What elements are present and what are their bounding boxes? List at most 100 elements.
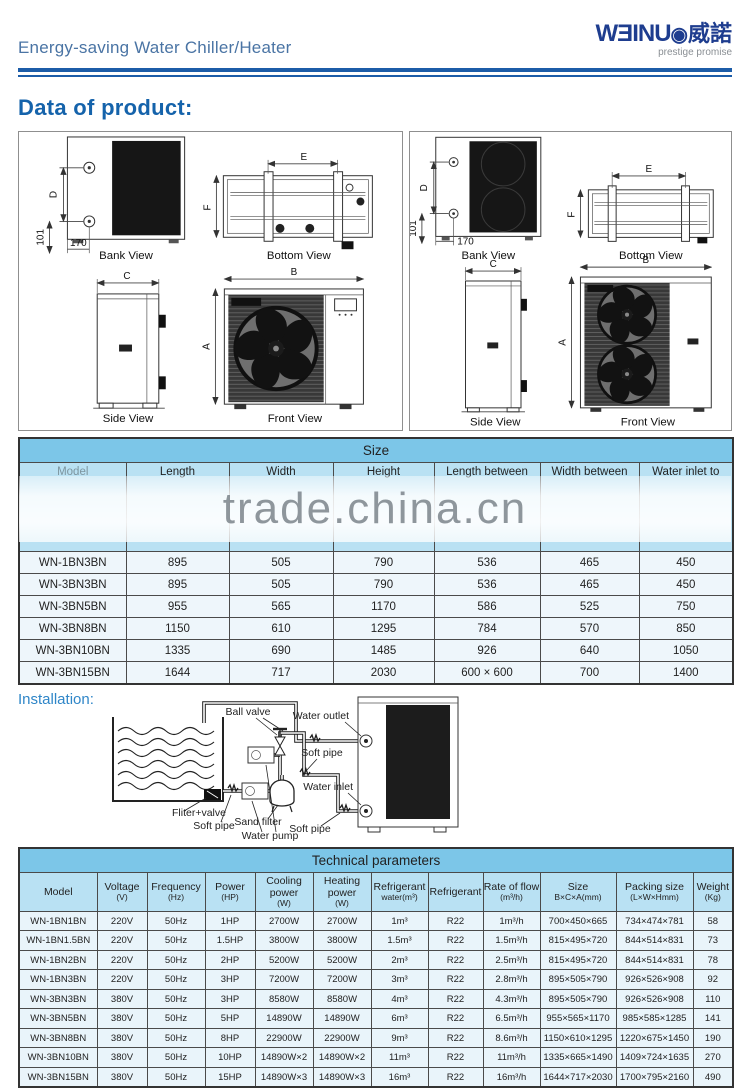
logo-tagline: prestige promise [658,47,732,58]
table-cell: 78 [692,949,734,971]
dim-label: E [645,164,652,175]
view-caption: Front View [621,417,676,429]
table-cell: 380V [96,988,148,1010]
table-cell: WN-1BN2BN [18,949,98,971]
table-cell: 380V [96,1027,148,1049]
header-rule-thin [18,75,732,77]
table-cell: 8580W [312,988,372,1010]
table-cell: 640 [539,639,640,662]
table-cell: 11m³ [370,1047,429,1068]
table-cell: 1150 [125,617,230,640]
table-cell: 465 [539,573,640,596]
dim-label: F [202,204,213,210]
table-cell: 50Hz [146,1008,206,1029]
table-cell: 8HP [204,1027,256,1049]
table-cell: WN-1BN1BN [18,910,98,932]
table-cell: 220V [96,949,148,971]
table-cell: 717 [228,661,334,685]
table-cell: 450 [638,573,734,596]
table-cell: WN-3BN5BN [18,595,127,618]
table-cell: 270 [692,1047,734,1068]
table-cell: 450 [638,551,734,574]
table-cell: WN-1BN3BN [18,969,98,990]
table-cell: 2700W [312,910,372,932]
table-cell: R22 [427,1008,484,1029]
table-cell: 1644 [125,661,230,685]
table-cell: 734×474×781 [615,910,694,932]
doc-title: Energy-saving Water Chiller/Heater [18,38,292,57]
table-cell: 190 [692,1027,734,1049]
table-cell: 784 [433,617,541,640]
table-cell: 6.5m³/h [482,1008,541,1029]
table-cell: 380V [96,1047,148,1068]
table-cell: 700×450×665 [539,910,617,932]
table-cell: WN-3BN15BN [18,1066,98,1088]
table-cell: 10HP [204,1047,256,1068]
bank-view-drawing: D 101 170 Bank View [36,136,186,262]
table-cell: R22 [427,910,484,932]
table-cell: 2030 [332,661,435,685]
column-header: Model [18,872,98,912]
view-caption: Side View [103,413,154,425]
soft-pipe-label: Soft pipe [301,747,343,759]
table-cell: WN-3BN8BN [18,1027,98,1049]
view-caption: Bank View [461,250,515,262]
table-cell: 955×565×1170 [539,1008,617,1029]
table-cell: 536 [433,551,541,574]
table-cell: R22 [427,949,484,971]
drawing-right: D 101 170 Bank View [410,136,714,429]
table-cell: 895×505×790 [539,969,617,990]
sand-filter-label: Sand filter [234,816,282,828]
table-cell: WN-3BN10BN [18,1047,98,1068]
table-cell: R22 [427,1027,484,1049]
table-cell: 58 [692,910,734,932]
section-title-data-of-product: Data of product: [18,95,193,120]
table-cell: WN-3BN10BN [18,639,127,662]
table-cell: 926×526×908 [615,969,694,990]
water-pump-label: Water pump [242,830,299,841]
table-cell: 50Hz [146,1047,206,1068]
dim-label: D [48,191,59,198]
bottom-view-drawing: E F Bottom View [566,164,714,262]
table-cell: 3800W [312,930,372,951]
dim-label: 101 [36,229,47,246]
table-cell: 50Hz [146,988,206,1010]
table-cell: 955 [125,595,230,618]
soft-pipe-label: Soft pipe [289,823,331,835]
view-caption: Front View [268,413,323,425]
table-cell: 220V [96,910,148,932]
table-cell: 850 [638,617,734,640]
table-cell: R22 [427,988,484,1010]
table-cell: R22 [427,930,484,951]
water-outlet-label: Water outlet [293,710,349,722]
tech-table-caption: Technical parameters [18,847,734,873]
table-cell: 2700W [254,910,314,932]
table-cell: 50Hz [146,1027,206,1049]
table-cell: 16m³ [370,1066,429,1088]
table-cell: WN-1BN1.5BN [18,930,98,951]
table-cell: 490 [692,1066,734,1088]
table-cell: 380V [96,1066,148,1088]
soft-pipe-connectors [227,732,351,814]
technical-drawings: D 101 170 Bank View [18,131,732,431]
table-cell: 73 [692,930,734,951]
table-cell: 1170 [332,595,435,618]
dim-label: 170 [457,236,474,247]
table-cell: 380V [96,1008,148,1029]
brand-logo: WƎINU◉威諾 prestige promise [596,22,732,58]
table-cell: 7200W [254,969,314,990]
view-caption: Side View [470,417,521,429]
logo-cjk: 威諾 [687,21,732,46]
table-cell: 50Hz [146,949,206,971]
table-cell: 600 × 600 [433,661,541,685]
column-header: Voltage(V) [96,872,148,912]
table-cell: 3m³ [370,969,429,990]
